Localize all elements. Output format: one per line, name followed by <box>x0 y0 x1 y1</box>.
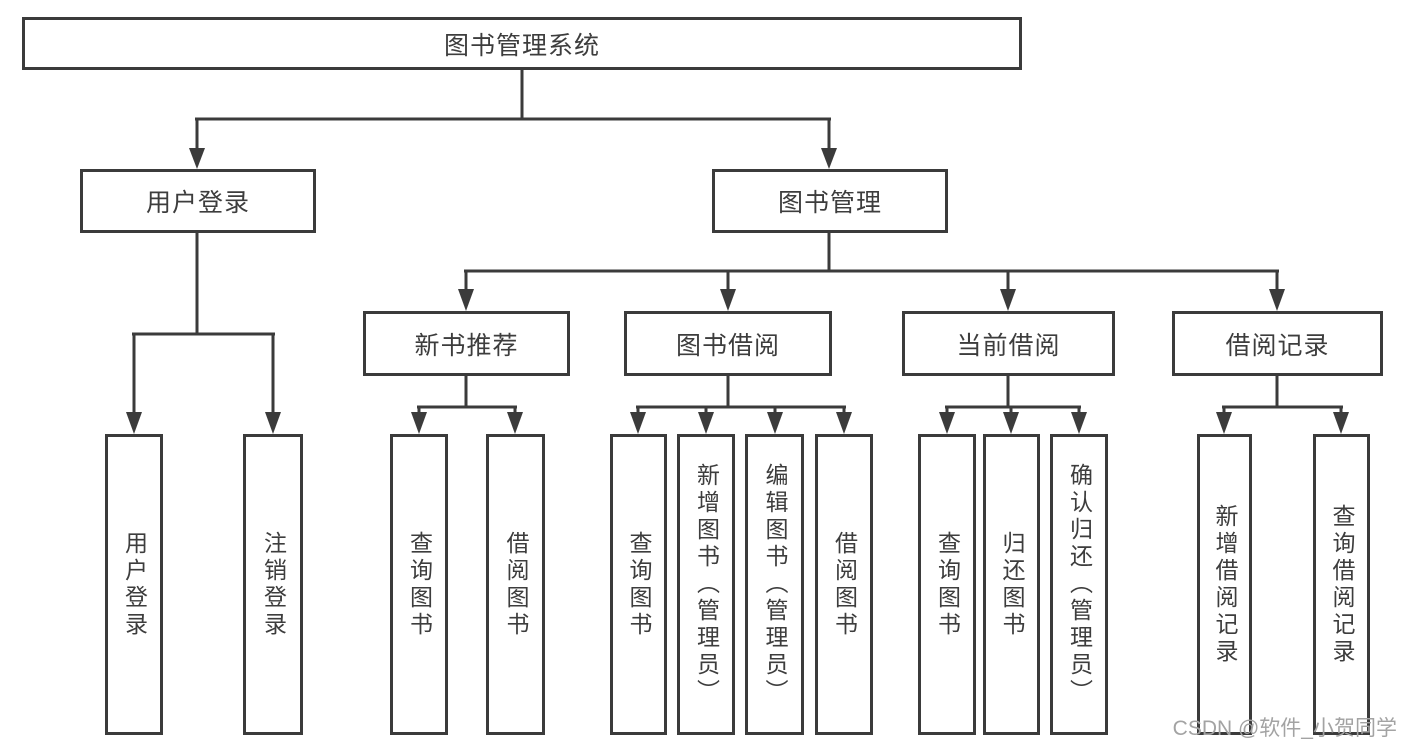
leaf-query-books-1: 查询图书 <box>390 434 448 735</box>
node-borrow-record: 借阅记录 <box>1172 311 1383 376</box>
connector-user-login-children <box>126 232 281 434</box>
leaf-query-books-3: 查询图书 <box>918 434 976 735</box>
leaf-query-borrow-record: 查询借阅记录 <box>1313 434 1370 735</box>
leaf-add-borrow-record: 新增借阅记录 <box>1197 434 1252 735</box>
connector-current-borrow-children <box>939 375 1087 434</box>
csdn-watermark: CSDN @软件_小贺同学 <box>1172 717 1397 740</box>
leaf-confirm-return-admin: 确认归还（管理员） <box>1050 434 1108 735</box>
leaf-logout: 注销登录 <box>243 434 303 735</box>
connector-new-book-children <box>411 375 523 434</box>
leaf-query-books-2: 查询图书 <box>610 434 667 735</box>
node-user-login: 用户登录 <box>80 169 316 233</box>
node-book-management: 图书管理 <box>712 169 948 233</box>
node-current-borrow: 当前借阅 <box>902 311 1115 376</box>
leaf-edit-books-admin: 编辑图书（管理员） <box>745 434 804 735</box>
connector-book-borrow-children <box>630 375 852 434</box>
node-root-system: 图书管理系统 <box>22 17 1022 70</box>
node-new-book-recommend: 新书推荐 <box>363 311 570 376</box>
connector-borrow-record-children <box>1216 375 1349 434</box>
leaf-borrow-books-2: 借阅图书 <box>815 434 873 735</box>
leaf-borrow-books-1: 借阅图书 <box>486 434 545 735</box>
connector-root-to-level1 <box>189 70 837 169</box>
leaf-return-books: 归还图书 <box>983 434 1040 735</box>
leaf-add-books-admin: 新增图书（管理员） <box>677 434 735 735</box>
connector-book-management-children <box>458 232 1285 311</box>
node-book-borrow: 图书借阅 <box>624 311 832 376</box>
leaf-user-login: 用户登录 <box>105 434 163 735</box>
